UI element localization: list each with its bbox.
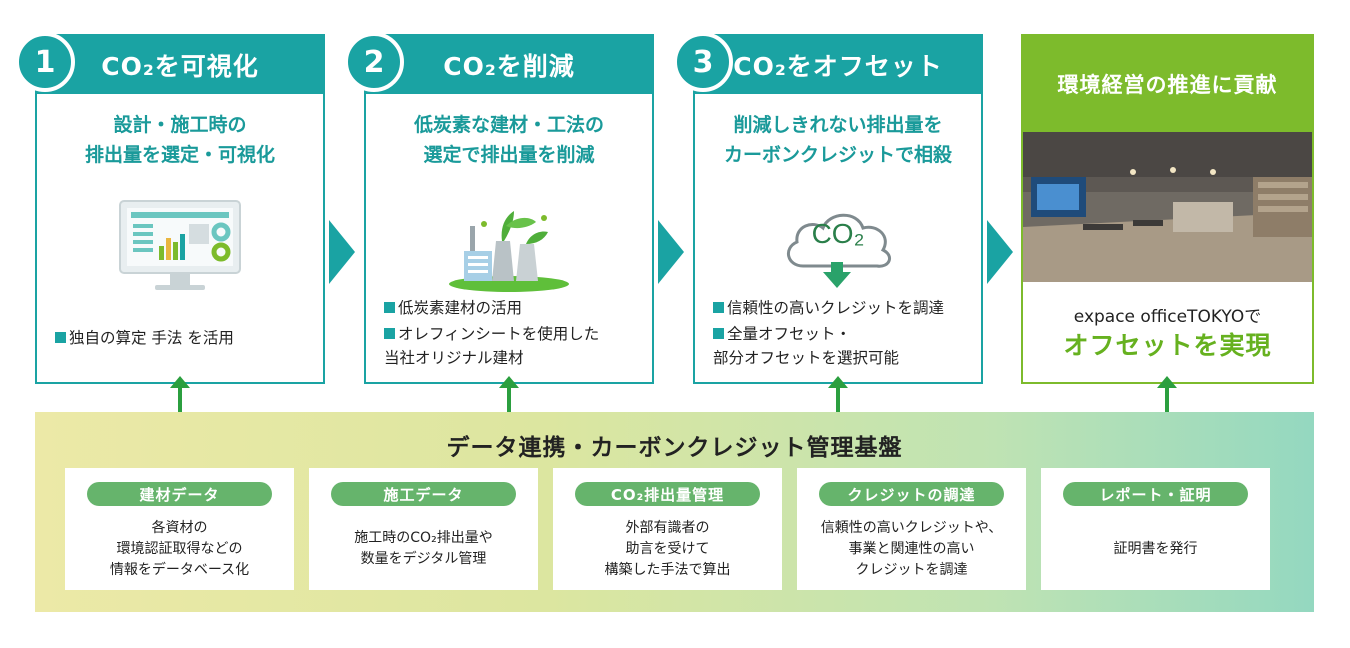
co2-cloud-label: CO₂ [811,218,865,249]
platform-card: クレジットの調達 信頼性の高いクレジットや、 事業と関連性の高い クレジットを調… [797,468,1026,590]
step-number-badge: 1 [15,32,75,92]
flow-arrow-right-icon [987,220,1013,284]
arrow-up-icon [828,376,848,412]
office-photo [1023,132,1312,282]
flow-arrow-right-icon [329,220,355,284]
step-subtitle: 削減しきれない排出量を カーボンクレジットで相殺 [723,114,952,166]
arrow-up-icon [499,376,519,412]
step-1-panel: CO₂を可視化 設計・施工時の 排出量を選定・可視化 独自の算定 手法 を活用 … [15,32,325,384]
card-description: 外部有識者の 助言を受けて 構築した手法で算出 [604,519,731,578]
step-subtitle: 設計・施工時の 排出量を選定・可視化 [84,114,275,166]
platform-card: CO₂排出量管理 外部有識者の 助言を受けて 構築した手法で算出 [553,468,782,590]
platform-card: 施工データ 施工時のCO₂排出量や 数量をデジタル管理 [309,468,538,590]
step-title: CO₂を削減 [366,36,652,94]
data-platform-panel: データ連携・カーボンクレジット管理基盤 建材データ 各資材の 環境認証取得などの… [35,412,1314,612]
bullet-list: 独自の算定 手法 を活用 [55,326,315,350]
step-4-panel: 環境経営の推進に貢献 expace officeTOKYOで オフセットを実現 [1021,34,1314,384]
arrow-up-icon [170,376,190,412]
step-number-badge: 3 [673,32,733,92]
bullet-item: 独自の算定 手法 を活用 [55,326,315,350]
co2-cloud-icon: CO₂ [695,186,981,306]
card-label: レポート・証明 [1063,482,1248,506]
arrow-up-icon [1157,376,1177,412]
bullet-item: 全量オフセット・ 部分オフセットを選択可能 [713,325,900,367]
platform-card: レポート・証明 証明書を発行 [1041,468,1270,590]
card-label: クレジットの調達 [819,482,1004,506]
platform-title: データ連携・カーボンクレジット管理基盤 [446,435,903,461]
step-4-location-text: expace officeTOKYOで [1073,307,1262,327]
step-4-highlight-text: オフセットを実現 [1063,331,1272,360]
bullet-list: 信頼性の高いクレジットを調達 全量オフセット・ 部分オフセットを選択可能 [713,296,973,370]
card-description: 各資材の 環境認証取得などの 情報をデータベース化 [109,519,250,578]
card-description: 施工時のCO₂排出量や 数量をデジタル管理 [354,530,493,567]
bullet-item: 低炭素建材の活用 [384,296,644,320]
bullet-list: 低炭素建材の活用 オレフィンシートを使用した 当社オリジナル建材 [384,296,644,370]
step-title: CO₂をオフセット [695,36,981,94]
step-2-panel: CO₂を削減 低炭素な建材・工法の 選定で排出量を削減 低炭素建材の活用 オレフ… [344,32,654,384]
monitor-illustration [37,186,323,306]
bullet-item: 信頼性の高いクレジットを調達 [713,296,973,320]
platform-card: 建材データ 各資材の 環境認証取得などの 情報をデータベース化 [65,468,294,590]
card-label: 建材データ [87,482,272,506]
step-number-badge: 2 [344,32,404,92]
bullet-item: オレフィンシートを使用した 当社オリジナル建材 [384,325,600,367]
flow-arrow-right-icon [658,220,684,284]
low-carbon-factory-illustration [366,186,652,306]
card-description: 信頼性の高いクレジットや、 事業と関連性の高い クレジットを調達 [820,519,1003,578]
step-title: CO₂を可視化 [37,36,323,94]
card-description: 証明書を発行 [1113,540,1198,557]
step-subtitle: 低炭素な建材・工法の 選定で排出量を削減 [413,114,604,166]
card-label: 施工データ [331,482,516,506]
step-3-panel: CO₂をオフセット 削減しきれない排出量を カーボンクレジットで相殺 CO₂ 信… [673,32,983,384]
card-label: CO₂排出量管理 [575,482,760,506]
step-4-title: 環境経営の推進に貢献 [1023,36,1312,132]
